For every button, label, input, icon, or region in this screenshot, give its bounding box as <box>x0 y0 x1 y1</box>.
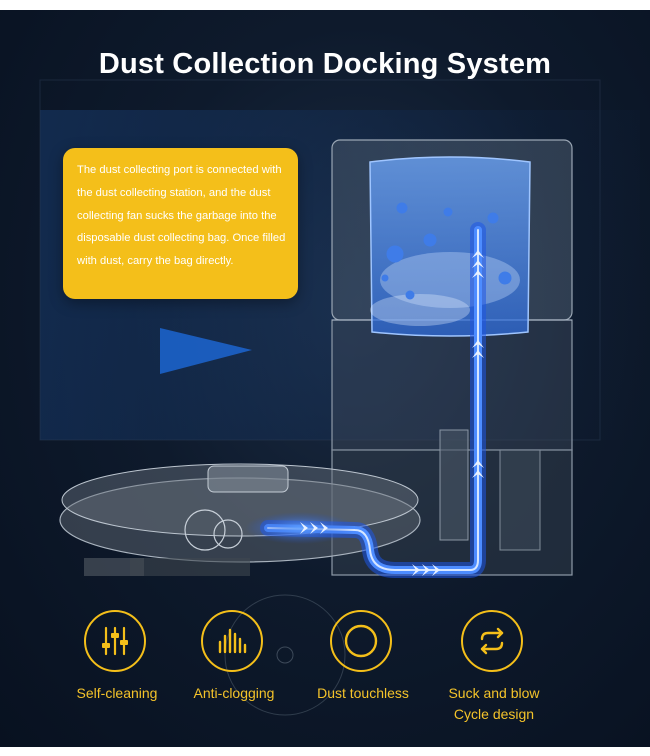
feature-label: Anti-clogging <box>193 685 275 701</box>
airflow-path <box>245 222 486 578</box>
sliders-icon <box>84 610 146 672</box>
feature-label: Dust touchless <box>317 685 409 701</box>
callout-text: The dust collecting port is connected wi… <box>77 164 286 268</box>
triangle-arrow-icon <box>160 328 252 374</box>
circle-icon <box>330 610 392 672</box>
bars-icon <box>201 610 263 672</box>
docking-station-illustration <box>39 79 601 716</box>
background-frame <box>39 79 601 441</box>
feature-label: Self-cleaning <box>76 685 158 701</box>
cycle-arrows-icon <box>461 610 523 672</box>
description-callout: The dust collecting port is connected wi… <box>63 148 298 299</box>
product-banner: Dust Collection Docking System The dust … <box>0 10 650 747</box>
page-title: Dust Collection Docking System <box>98 48 552 80</box>
dust-bag <box>369 156 531 337</box>
